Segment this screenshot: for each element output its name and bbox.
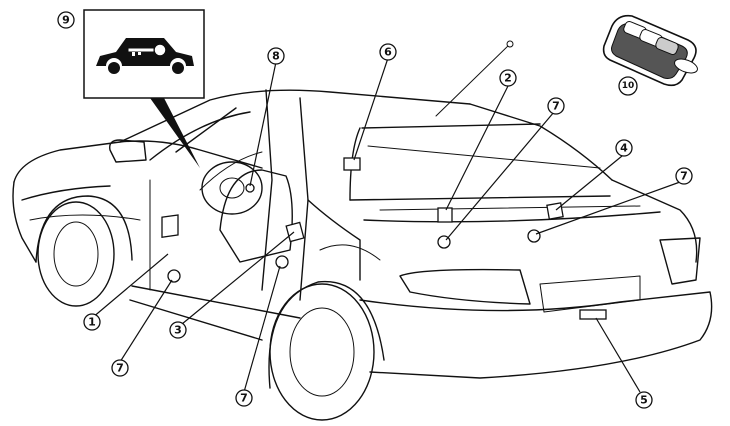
- callout-4: 4: [615, 139, 633, 157]
- callout-10: 10: [618, 76, 638, 96]
- callout-7b: 7: [235, 389, 253, 407]
- part-4: [546, 202, 564, 220]
- car-lock-key-icon: [83, 9, 205, 168]
- callout-7c: 7: [547, 97, 565, 115]
- callout-7b-label: 7: [240, 392, 248, 405]
- callout-7a: 7: [111, 359, 129, 377]
- leader-lines: [91, 57, 681, 393]
- part-2: [437, 207, 453, 223]
- callout-9-label: 9: [62, 14, 70, 27]
- callout-8: 8: [267, 47, 285, 65]
- callout-2-label: 2: [504, 72, 512, 85]
- component-parts: [161, 157, 607, 320]
- callout-8-label: 8: [272, 50, 280, 63]
- callout-3-label: 3: [174, 324, 182, 337]
- keyless-remote-icon: [602, 14, 698, 87]
- callout-7d: 7: [675, 167, 693, 185]
- part-7d: [527, 229, 541, 243]
- callout-5: 5: [635, 391, 653, 409]
- callout-10-label: 10: [622, 81, 635, 91]
- part-1: [161, 214, 179, 238]
- part-7a: [167, 269, 181, 283]
- callout-5-label: 5: [640, 394, 648, 407]
- callout-6: 6: [379, 43, 397, 61]
- part-5: [579, 309, 607, 320]
- callout-7a-label: 7: [116, 362, 124, 375]
- callout-6-label: 6: [384, 46, 392, 59]
- callout-1-label: 1: [88, 316, 96, 329]
- part-3: [285, 221, 305, 243]
- callout-2: 2: [499, 69, 517, 87]
- part-6: [343, 157, 361, 171]
- part-7b: [275, 255, 289, 269]
- callout-3: 3: [169, 321, 187, 339]
- callout-1: 1: [83, 313, 101, 331]
- callout-9: 9: [57, 11, 75, 29]
- callout-7d-label: 7: [680, 170, 688, 183]
- callout-4-label: 4: [620, 142, 628, 155]
- callout-7c-label: 7: [552, 100, 560, 113]
